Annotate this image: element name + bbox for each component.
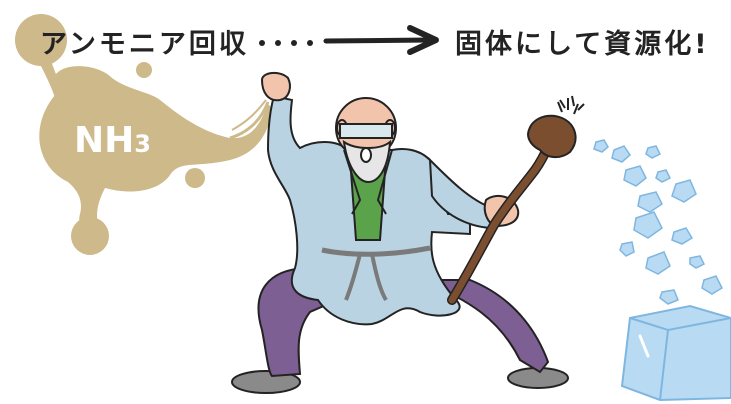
ammonia-label-main: NH [74,120,135,161]
crystal-particle-icon [593,139,723,305]
staff-icon [447,98,579,305]
arrow-right-icon [323,25,439,55]
dotted-line-icon [259,40,313,46]
ammonia-label-sub: 3 [134,130,151,158]
sparkle-icon [559,95,585,111]
caption-left: アンモニア回収 [40,29,249,60]
ammonia-blob-icon [15,14,273,255]
caption-right: 固体にして資源化! [455,29,710,60]
crystal-cube-icon [620,304,731,402]
ammonia-label: NH3 [74,120,151,161]
scientist-figure [231,72,569,394]
